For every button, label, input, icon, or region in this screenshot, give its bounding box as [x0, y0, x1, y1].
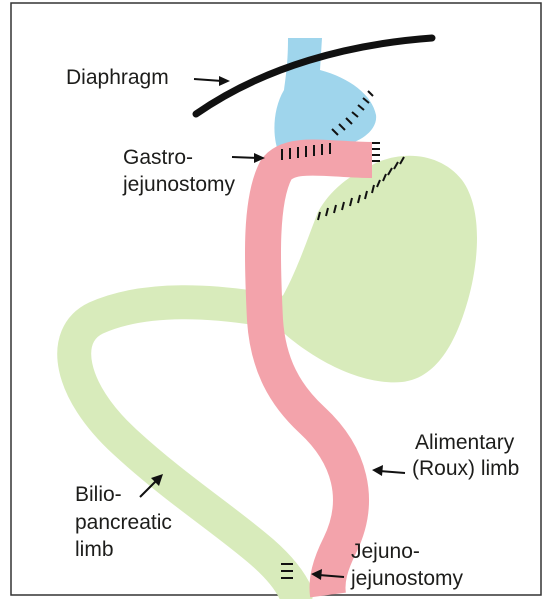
staple-line-roux-end	[372, 143, 380, 161]
label-gastro-line1: Gastro-	[123, 146, 193, 170]
label-bilio-line3: limb	[75, 538, 114, 562]
arrow-gastrojejunostomy	[232, 153, 265, 163]
label-jejuno-line1: Jejuno-	[351, 540, 420, 564]
label-bilio-line2: pancreatic	[75, 511, 172, 535]
label-alimentary-line2: (Roux) limb	[412, 457, 519, 481]
label-jejuno-line2: jejunostomy	[351, 567, 463, 591]
arrow-alimentary-limb	[372, 465, 405, 476]
label-gastro-line2: jejunostomy	[123, 173, 235, 197]
arrow-diaphragm	[194, 76, 230, 86]
label-bilio-line1: Bilio-	[75, 483, 122, 507]
label-diaphragm: Diaphragm	[66, 66, 169, 90]
label-alimentary-line1: Alimentary	[415, 431, 514, 455]
